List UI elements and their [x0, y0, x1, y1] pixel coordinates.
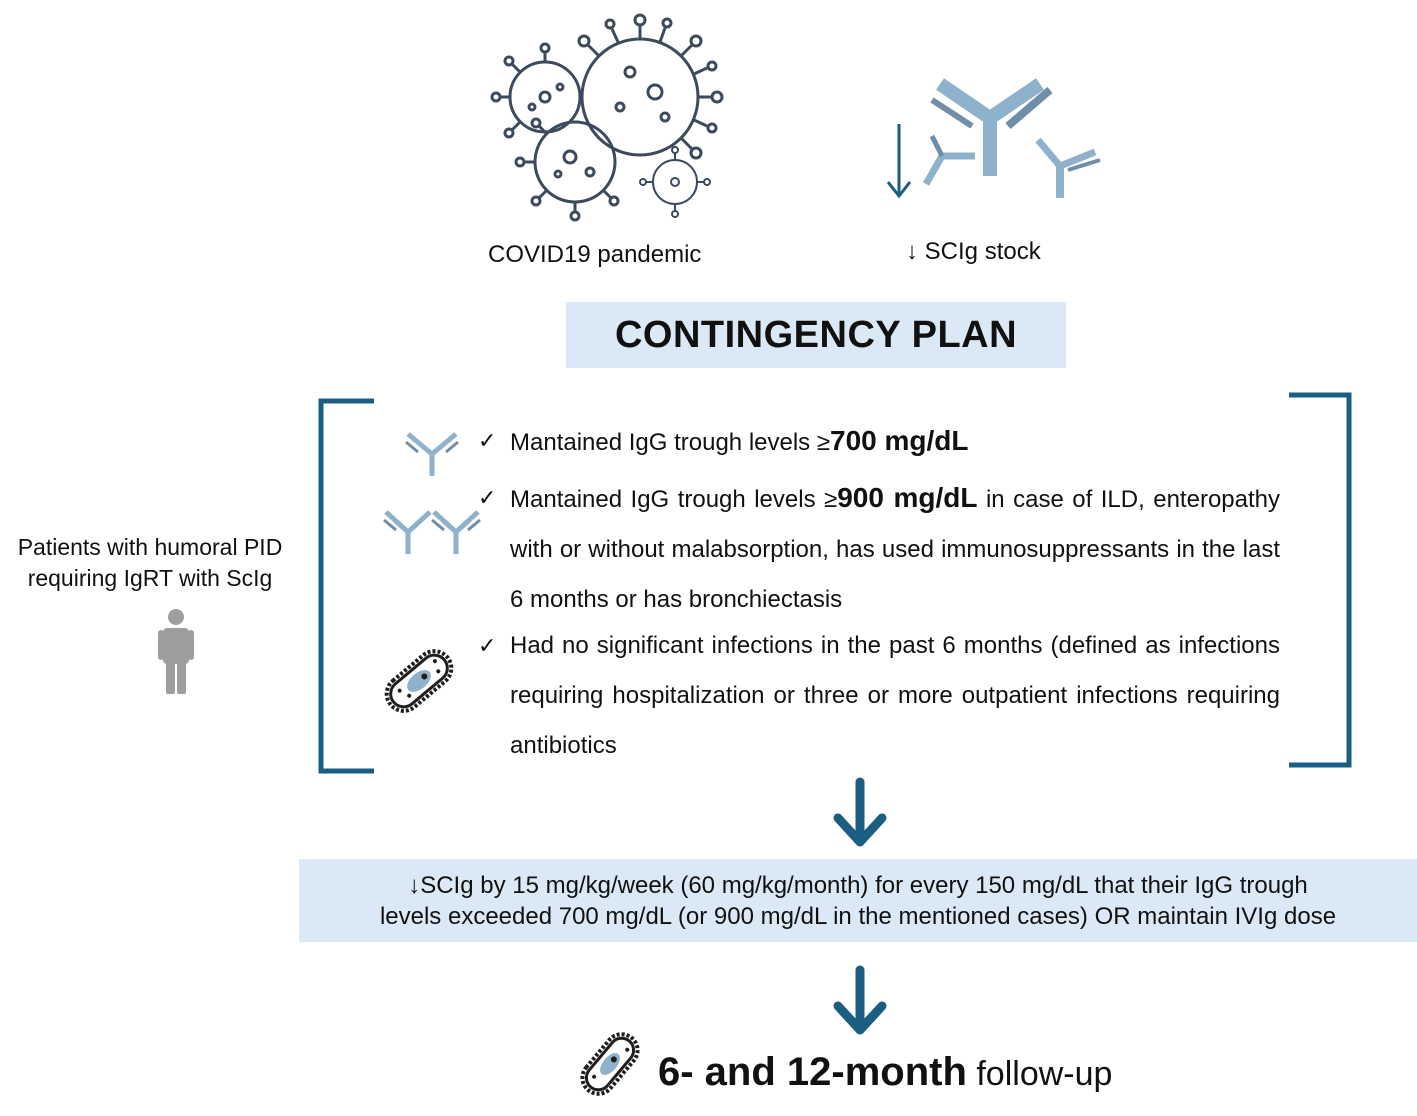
population-line-1: Patients with humoral PID — [17, 534, 283, 560]
contingency-plan-label: CONTINGENCY PLAN — [614, 313, 1018, 356]
population-line-2: requiring IgRT with ScIg — [27, 565, 273, 591]
criterion-2-suffix: in case of ILD, enteropathy with or with… — [510, 486, 1281, 613]
dose-adjustment-box: ↓SCIg by 15 mg/kg/week (60 mg/kg/month) … — [299, 859, 1417, 942]
dose-line-2: levels exceeded 700 mg/dL (or 900 mg/dL … — [379, 902, 1337, 930]
bracket-right — [1289, 392, 1352, 768]
stock-caption: ↓ SCIg stock — [906, 238, 1041, 265]
dose-line-1: ↓SCIg by 15 mg/kg/week (60 mg/kg/month) … — [408, 871, 1308, 899]
criterion-2-prefix: Mantained IgG trough levels ≥ — [510, 486, 838, 513]
followup-label: 6- and 12-month follow-up — [658, 1050, 1112, 1095]
bracket-left — [318, 398, 374, 774]
followup-rest: follow-up — [966, 1055, 1113, 1093]
criterion-1-emphasis: 700 mg/dL — [830, 425, 969, 456]
pandemic-caption: COVID19 pandemic — [488, 241, 702, 268]
antibody-icon — [922, 78, 1101, 198]
antibody-pair-icon — [383, 510, 481, 554]
antibody-small-icon — [405, 432, 459, 476]
down-arrow-icon — [886, 124, 912, 199]
criterion-2: ✓ Mantained IgG trough levels ≥900 mg/dL… — [478, 473, 1281, 625]
criterion-2-emphasis: 900 mg/dL — [837, 482, 978, 513]
followup-bold: 6- and 12-month — [658, 1050, 967, 1094]
down-arrow-icon — [833, 965, 887, 1035]
down-arrow-icon — [833, 777, 887, 847]
bacterium-icon — [580, 1032, 640, 1096]
bacterium-icon — [384, 649, 454, 713]
criterion-1: ✓ Mantained IgG trough levels ≥700 mg/dL — [478, 416, 1280, 468]
virus-icon — [490, 13, 724, 222]
check-icon: ✓ — [478, 633, 497, 658]
contingency-plan-title: CONTINGENCY PLAN — [566, 302, 1066, 368]
person-icon — [158, 609, 194, 694]
criterion-3: ✓ Had no significant infections in the p… — [478, 621, 1280, 771]
criterion-1-prefix: Mantained IgG trough levels ≥ — [510, 429, 831, 456]
check-icon: ✓ — [478, 428, 497, 453]
population-label: Patients with humoral PID requiring IgRT… — [0, 532, 300, 594]
criterion-3-text: Had no significant infections in the pas… — [510, 632, 1280, 759]
check-icon: ✓ — [478, 485, 497, 510]
